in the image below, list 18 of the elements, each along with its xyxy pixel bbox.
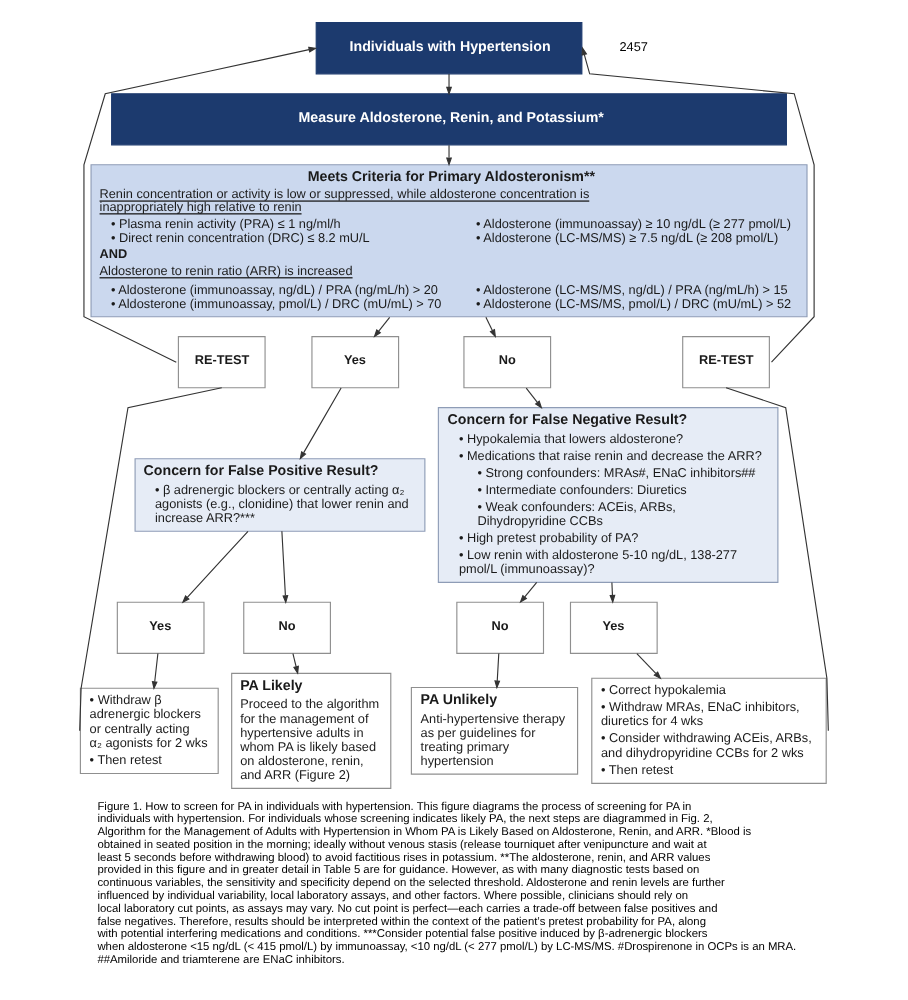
connector [79, 387, 223, 732]
arrow [292, 652, 299, 675]
arrow [181, 530, 249, 604]
arrow [636, 652, 662, 680]
arrow [581, 46, 815, 363]
arrow [485, 316, 497, 338]
arrow [373, 316, 391, 338]
arrow [494, 652, 501, 690]
arrow [446, 144, 453, 167]
arrow [83, 46, 318, 363]
arrow [446, 73, 453, 96]
arrow [519, 581, 538, 604]
arrow [299, 387, 342, 460]
arrow [151, 652, 159, 690]
arrow [609, 581, 616, 604]
connector [725, 387, 829, 732]
arrow [281, 530, 289, 604]
arrow [525, 387, 543, 409]
